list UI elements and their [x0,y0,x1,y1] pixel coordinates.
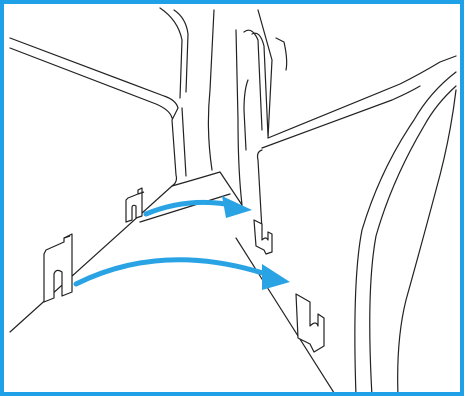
floor-center-line [140,194,230,222]
curved-arrow-right-icon [76,260,290,290]
seat-clip-icon [254,220,272,254]
right-cushion-inner [258,150,263,230]
left-cushion-fold [160,8,182,98]
floor-left-line [10,186,172,332]
left-cushion-edge-2 [182,108,186,176]
right-cushion-ridge-2 [276,38,287,70]
right-cushion-back [244,30,262,130]
right-cushion-top [268,56,456,138]
left-cushion-outline-2 [10,48,172,118]
side-panel-curve-far [398,90,456,396]
center-column-left [208,10,214,170]
left-cushion-edge [172,108,178,186]
seat-clip-icon [296,294,324,352]
center-column-right [236,30,242,205]
side-panel-curve-inner [370,86,456,396]
right-cushion-lower-edge [244,80,248,150]
right-cushion-top-2 [262,86,420,148]
left-cushion-outline [10,38,178,108]
seat-clip-icon [44,234,72,302]
seat-clip-icon [126,188,144,222]
